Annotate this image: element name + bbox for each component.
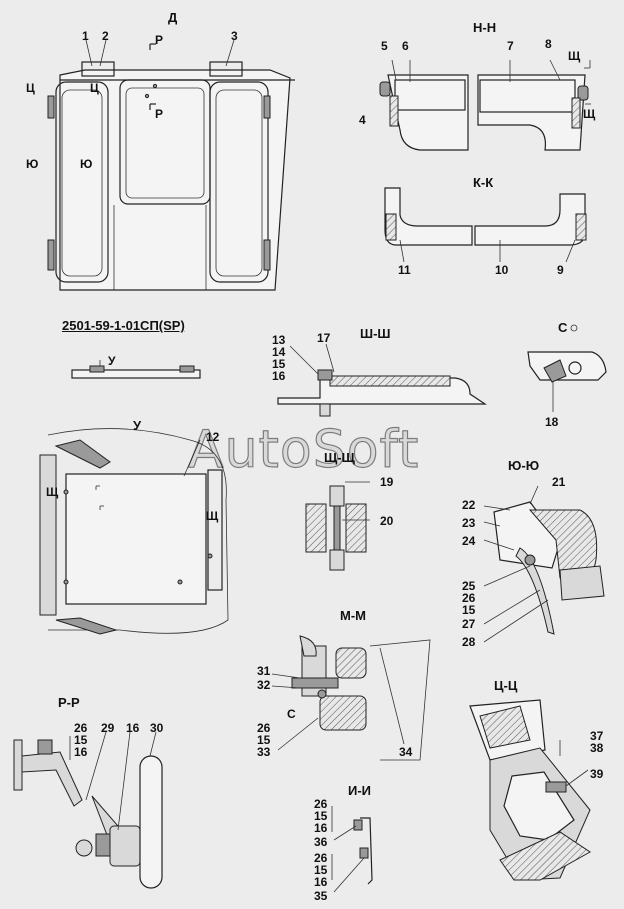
callout-18: 18: [545, 415, 559, 429]
view-title-d: Д: [168, 10, 178, 25]
callout-26-rr: 26: [74, 721, 88, 735]
callout-15-ii-b: 15: [314, 863, 328, 877]
callout-13: 13: [272, 333, 286, 347]
callout-28: 28: [462, 635, 476, 649]
cut-mark-shch-u-left: Щ: [46, 485, 59, 499]
callout-27: 27: [462, 617, 476, 631]
callout-15-shsh: 15: [272, 357, 286, 371]
callout-22: 22: [462, 498, 476, 512]
document-code: 2501-59-1-01СП(SP): [62, 318, 185, 333]
callout-3: 3: [231, 29, 238, 43]
callout-15-ii-a: 15: [314, 809, 328, 823]
view-title-tsts: Ц-Ц: [494, 678, 518, 693]
view-title-c: С: [558, 320, 568, 335]
view-title-mm: М-М: [340, 608, 366, 623]
section-shch-drawing: [305, 481, 370, 571]
callout-21: 21: [552, 475, 566, 489]
callout-26-yuyu: 26: [462, 591, 476, 605]
callout-16-ii-a: 16: [314, 821, 328, 835]
cut-mark-c: С: [287, 707, 296, 721]
callout-15-yuyu: 15: [462, 603, 476, 617]
callout-31: 31: [257, 664, 271, 678]
callout-6: 6: [402, 39, 409, 53]
callout-26-ii-a: 26: [314, 797, 328, 811]
cut-mark-p-top: Р: [155, 33, 164, 47]
callout-15-mm: 15: [257, 733, 271, 747]
view-title-u: У: [133, 418, 142, 433]
callout-17: 17: [317, 331, 331, 345]
callout-38: 38: [590, 741, 604, 755]
cut-mark-shch-nn-bottom: Щ: [583, 107, 596, 121]
callout-10: 10: [495, 263, 509, 277]
code-strip-drawing: [71, 360, 201, 379]
cut-mark-shch-nn-top: Щ: [568, 49, 581, 63]
callout-9: 9: [557, 263, 564, 277]
callout-16-rr-b: 16: [126, 721, 140, 735]
cut-mark-ts-left: Ц: [26, 81, 35, 95]
callout-32: 32: [257, 678, 271, 692]
section-tsts-drawing: [469, 699, 591, 881]
view-title-shch: Щ-Щ: [324, 450, 355, 465]
callout-16-rr: 16: [74, 745, 88, 759]
callout-16-shsh: 16: [272, 369, 286, 383]
cut-mark-yu-right: Ю: [80, 157, 93, 171]
watermark: AutoSoft: [187, 419, 420, 480]
callout-26-mm: 26: [257, 721, 271, 735]
section-kk-drawing: [384, 187, 587, 263]
section-nn-drawing: [379, 59, 591, 151]
cut-mark-u: У: [108, 354, 116, 368]
callout-14: 14: [272, 345, 286, 359]
callout-12: 12: [206, 430, 220, 444]
callout-24: 24: [462, 534, 476, 548]
section-rr-drawing: [13, 731, 163, 889]
callout-36: 36: [314, 835, 328, 849]
section-ii-drawing: [331, 806, 373, 893]
cut-mark-ts-right: Ц: [90, 81, 99, 95]
callout-26-ii-b: 26: [314, 851, 328, 865]
view-c-drawing: [527, 324, 607, 412]
callout-11: 11: [398, 263, 411, 277]
cut-mark-p-bottom: Р: [155, 107, 164, 121]
callout-33: 33: [257, 745, 271, 759]
callout-30: 30: [150, 721, 164, 735]
view-d-drawing: [47, 39, 295, 291]
callout-34: 34: [399, 745, 413, 759]
section-mm-drawing: [271, 635, 431, 761]
callout-35: 35: [314, 889, 328, 903]
callout-39: 39: [590, 767, 604, 781]
callout-16-ii-b: 16: [314, 875, 328, 889]
callout-19: 19: [380, 475, 394, 489]
view-title-yuyu: Ю-Ю: [508, 458, 540, 473]
callout-20: 20: [380, 514, 394, 528]
callout-2: 2: [102, 29, 109, 43]
callout-4: 4: [359, 113, 366, 127]
section-shsh-drawing: [277, 343, 487, 417]
view-title-rr: Р-Р: [58, 695, 80, 710]
callout-5: 5: [381, 39, 388, 53]
callout-37: 37: [590, 729, 604, 743]
callout-29: 29: [101, 721, 115, 735]
view-title-nn: Н-Н: [473, 20, 497, 35]
callout-15-rr: 15: [74, 733, 88, 747]
view-title-shsh: Ш-Ш: [360, 326, 391, 341]
callout-25: 25: [462, 579, 476, 593]
callout-23: 23: [462, 516, 476, 530]
cut-mark-yu-left: Ю: [26, 157, 39, 171]
callout-1: 1: [82, 29, 89, 43]
view-title-kk: К-К: [473, 175, 494, 190]
view-u-drawing: [39, 428, 229, 635]
callout-8: 8: [545, 37, 552, 51]
callout-7: 7: [507, 39, 514, 53]
cut-mark-shch-u-right: Щ: [206, 509, 219, 523]
view-title-ii: И-И: [348, 783, 372, 798]
section-yuyu-drawing: [483, 485, 605, 643]
